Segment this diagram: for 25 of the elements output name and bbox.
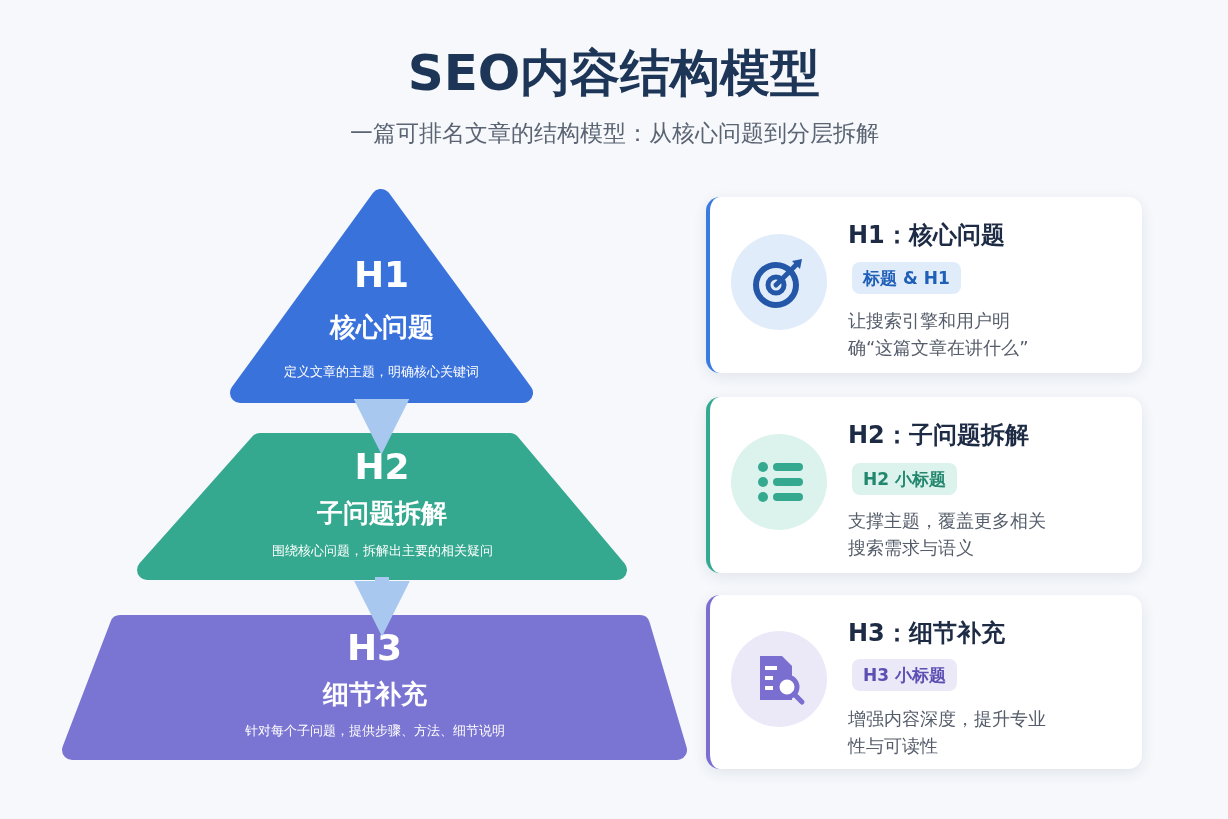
info-card — [706, 197, 1142, 373]
heading-tag: H2 小标题 — [852, 463, 957, 495]
info-card — [706, 397, 1142, 573]
tier-title: 子问题拆解 — [317, 498, 447, 528]
tier-description: 围绕核心问题，拆解出主要的相关疑问 — [271, 541, 493, 559]
tier-title: 核心问题 — [329, 312, 434, 342]
heading-tag: 标题 & H1 — [852, 262, 961, 294]
tier-title: 细节补充 — [322, 679, 427, 709]
card-description: 增强内容深度，提升专业性与可读性 — [848, 707, 1047, 758]
card-heading: H2：子问题拆解 — [848, 420, 1029, 451]
tier-level: H3 — [346, 628, 403, 668]
subtitle: 一篇可排名文章的结构模型：从核心问题到分层拆解 — [349, 119, 879, 148]
card-description: 支撑主题，覆盖更多相关搜索需求与语义 — [848, 509, 1047, 560]
heading-tag: H3 小标题 — [852, 659, 957, 691]
title: SEO内容结构模型 — [407, 43, 821, 104]
tier-level: H1 — [353, 255, 410, 295]
pyramid-tier — [62, 615, 687, 760]
card-description: 让搜索引擎和用户明确“这篇文章在讲什么” — [848, 309, 1030, 360]
tier-level: H2 — [354, 447, 410, 487]
info-card — [706, 595, 1142, 769]
tier-description: 定义文章的主题，明确核心关键词 — [284, 362, 479, 380]
tier-description: 针对每个子问题，提供步骤、方法、细节说明 — [244, 721, 505, 739]
pyramid-tier — [137, 433, 627, 580]
card-heading: H1：核心问题 — [848, 220, 1005, 251]
card-heading: H3：细节补充 — [848, 618, 1005, 649]
